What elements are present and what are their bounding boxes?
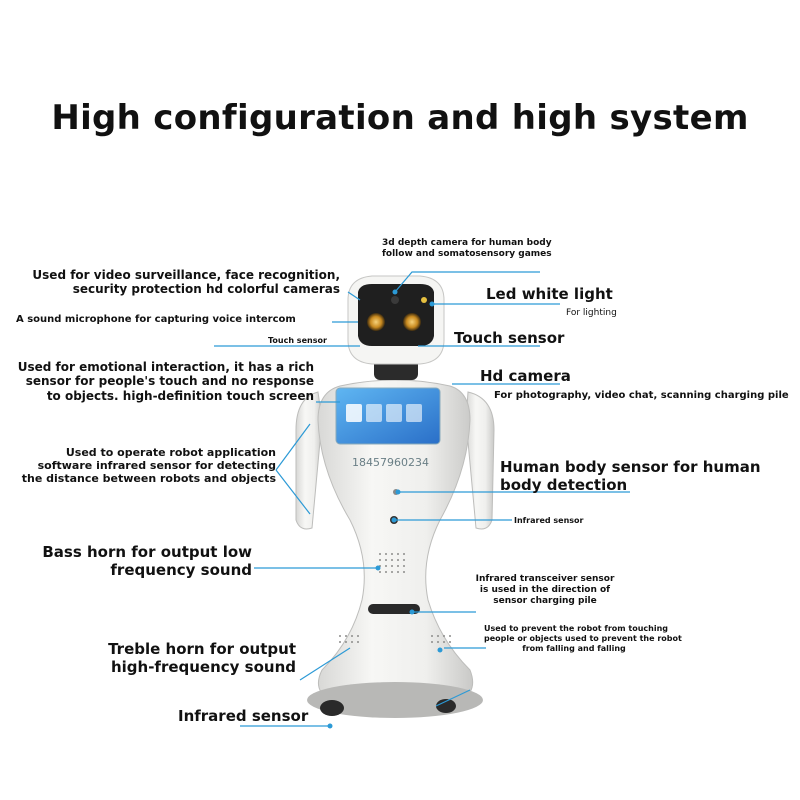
label-hd-camera-desc: For photography, video chat, scanning ch… (494, 390, 789, 401)
label-prevent-touch: Used to prevent the robot from touching … (484, 624, 682, 653)
label-video-surveillance: Used for video surveillance, face recogn… (32, 268, 340, 297)
label-infrared-sensor: Infrared sensor (178, 707, 309, 725)
label-depth-camera: 3d depth camera for human body follow an… (382, 238, 552, 259)
label-touch-sensor-small: Touch sensor (268, 336, 327, 345)
label-emotional: Used for emotional interaction, it has a… (17, 360, 314, 403)
right-arm (465, 391, 495, 530)
label-hd-camera: Hd camera (480, 367, 571, 385)
label-infrared-sensor-small: Infrared sensor (514, 516, 584, 525)
page-title: High configuration and high system (51, 98, 749, 138)
left-eye (367, 313, 385, 331)
label-led-light: Led white light (486, 285, 613, 303)
label-touch-sensor: Touch sensor (454, 329, 565, 347)
label-human-body-sensor: Human body sensor for human body detecti… (500, 458, 761, 494)
label-bass-horn: Bass horn for output low frequency sound (42, 543, 252, 579)
right-eye (403, 313, 421, 331)
label-microphone: A sound microphone for capturing voice i… (16, 314, 296, 325)
label-operate-app: Used to operate robot application softwa… (21, 446, 276, 486)
label-treble-horn: Treble horn for output high-frequency so… (108, 640, 296, 676)
label-infrared-transceiver: Infrared transceiver sensor is used in t… (475, 574, 615, 606)
left-arm (295, 391, 323, 530)
leader-lines (214, 271, 630, 727)
phone-watermark: 18457960234 (352, 456, 429, 469)
ir-transceiver-window (368, 604, 420, 614)
label-for-lighting: For lighting (566, 308, 617, 318)
